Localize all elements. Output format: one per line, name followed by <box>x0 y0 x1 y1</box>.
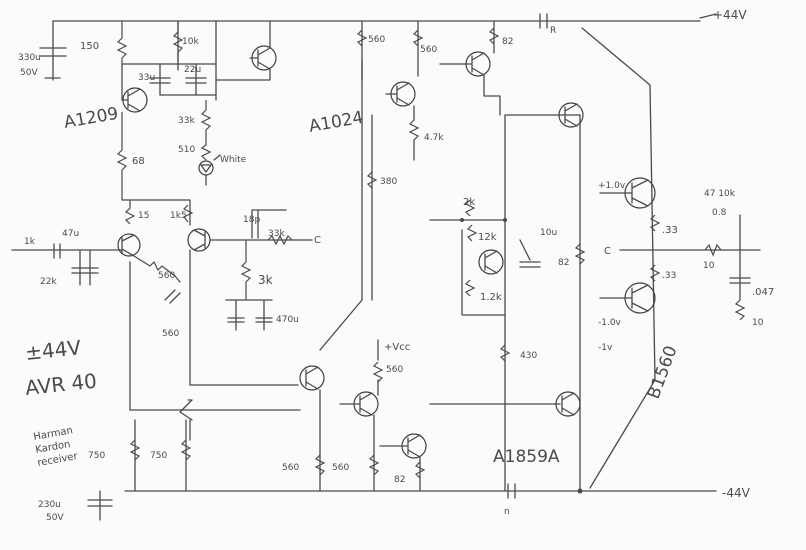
svg-text:33k: 33k <box>178 116 195 126</box>
svg-text:White: White <box>220 155 247 165</box>
transistor-input-right <box>187 228 211 252</box>
svg-text:470u: 470u <box>276 315 299 325</box>
resistor-33k <box>200 100 212 140</box>
rail-break-top: R <box>539 13 556 36</box>
supply-note: ±44V <box>24 335 82 365</box>
svg-text:68: 68 <box>132 156 145 167</box>
svg-text:510: 510 <box>178 145 195 155</box>
resistor-150 <box>116 21 128 64</box>
svg-text:1k5: 1k5 <box>170 211 187 221</box>
transistor-driver-top <box>558 102 584 128</box>
svg-text:.33: .33 <box>662 225 678 236</box>
svg-text:47 10k: 47 10k <box>704 189 736 199</box>
output-port-c: C <box>604 246 611 257</box>
svg-text:750: 750 <box>150 451 167 461</box>
input-port-c: C <box>314 235 321 246</box>
svg-text:0.8: 0.8 <box>712 208 727 218</box>
transistor-driver-bottom-a <box>339 391 379 417</box>
svg-text:4.7k: 4.7k <box>424 133 444 143</box>
svg-text:-1.0v: -1.0v <box>598 318 622 328</box>
svg-text:.047: .047 <box>752 287 774 298</box>
svg-text:15: 15 <box>138 211 149 221</box>
svg-text:380: 380 <box>380 177 397 187</box>
svg-text:150: 150 <box>80 41 99 52</box>
transistor-a1859a-label: A1859A <box>493 447 560 467</box>
svg-text:3k: 3k <box>258 273 273 287</box>
vcc-label: +Vcc <box>384 342 410 353</box>
svg-text:560: 560 <box>282 463 299 473</box>
svg-text:10: 10 <box>752 318 764 328</box>
svg-text:.33: .33 <box>662 271 676 281</box>
svg-text:230u: 230u <box>38 500 61 510</box>
resistor-10k <box>172 21 184 62</box>
transistor-bias <box>478 249 504 275</box>
bottom-rail-label: -44V <box>722 486 751 500</box>
svg-text:430: 430 <box>520 351 537 361</box>
svg-text:+1.0v: +1.0v <box>598 181 626 191</box>
transistor-top-bias <box>249 20 277 71</box>
svg-text:560: 560 <box>162 329 179 339</box>
resistor-68 <box>116 112 128 200</box>
svg-text:R: R <box>550 26 556 36</box>
transistor-a1209 <box>121 87 148 113</box>
svg-text:18p: 18p <box>243 215 260 225</box>
transistor-a1024 <box>385 81 416 107</box>
transistor-a1024-label: A1024 <box>307 108 365 137</box>
svg-text:22u: 22u <box>184 65 201 75</box>
svg-text:10k: 10k <box>182 37 199 47</box>
cap-330-label: 330u <box>18 53 41 63</box>
svg-text:560: 560 <box>386 365 403 375</box>
cap-330-voltage: 50V <box>20 68 38 78</box>
transistor-output-bottom <box>599 282 656 314</box>
svg-text:22k: 22k <box>40 277 57 287</box>
top-rail-label: +44V <box>713 8 747 22</box>
svg-text:1.2k: 1.2k <box>480 292 502 303</box>
svg-text:560: 560 <box>332 463 349 473</box>
transistor-output-driver-bottom <box>555 391 581 417</box>
svg-text:82: 82 <box>394 475 405 485</box>
svg-text:47u: 47u <box>62 229 79 239</box>
svg-text:n: n <box>504 507 510 517</box>
transistor-vas-top <box>439 51 491 77</box>
svg-text:1k: 1k <box>24 237 36 247</box>
svg-text:12k: 12k <box>478 232 497 243</box>
transistor-a1209-label: A1209 <box>62 104 120 133</box>
rail-break-bottom: n <box>504 483 516 517</box>
svg-text:10u: 10u <box>540 228 557 238</box>
svg-text:82: 82 <box>558 258 569 268</box>
transistor-driver-bottom-b <box>379 433 427 459</box>
transistor-input-left <box>117 233 141 257</box>
svg-text:33k: 33k <box>268 229 285 239</box>
svg-text:560: 560 <box>158 271 175 281</box>
svg-text:-1v: -1v <box>598 343 613 353</box>
transistor-b1560-label: B1560 <box>644 343 682 401</box>
svg-text:560: 560 <box>420 45 437 55</box>
led-white <box>198 154 221 176</box>
svg-text:2k: 2k <box>463 197 475 208</box>
transistor-output-top <box>599 177 656 209</box>
svg-text:50V: 50V <box>46 513 64 523</box>
svg-text:82: 82 <box>502 37 513 47</box>
transistor-vas-bottom <box>299 365 325 391</box>
svg-text:33u: 33u <box>138 73 155 83</box>
model-note: AVR 40 <box>24 369 98 400</box>
svg-text:560: 560 <box>368 35 385 45</box>
svg-text:10: 10 <box>703 261 715 271</box>
svg-text:750: 750 <box>88 451 105 461</box>
